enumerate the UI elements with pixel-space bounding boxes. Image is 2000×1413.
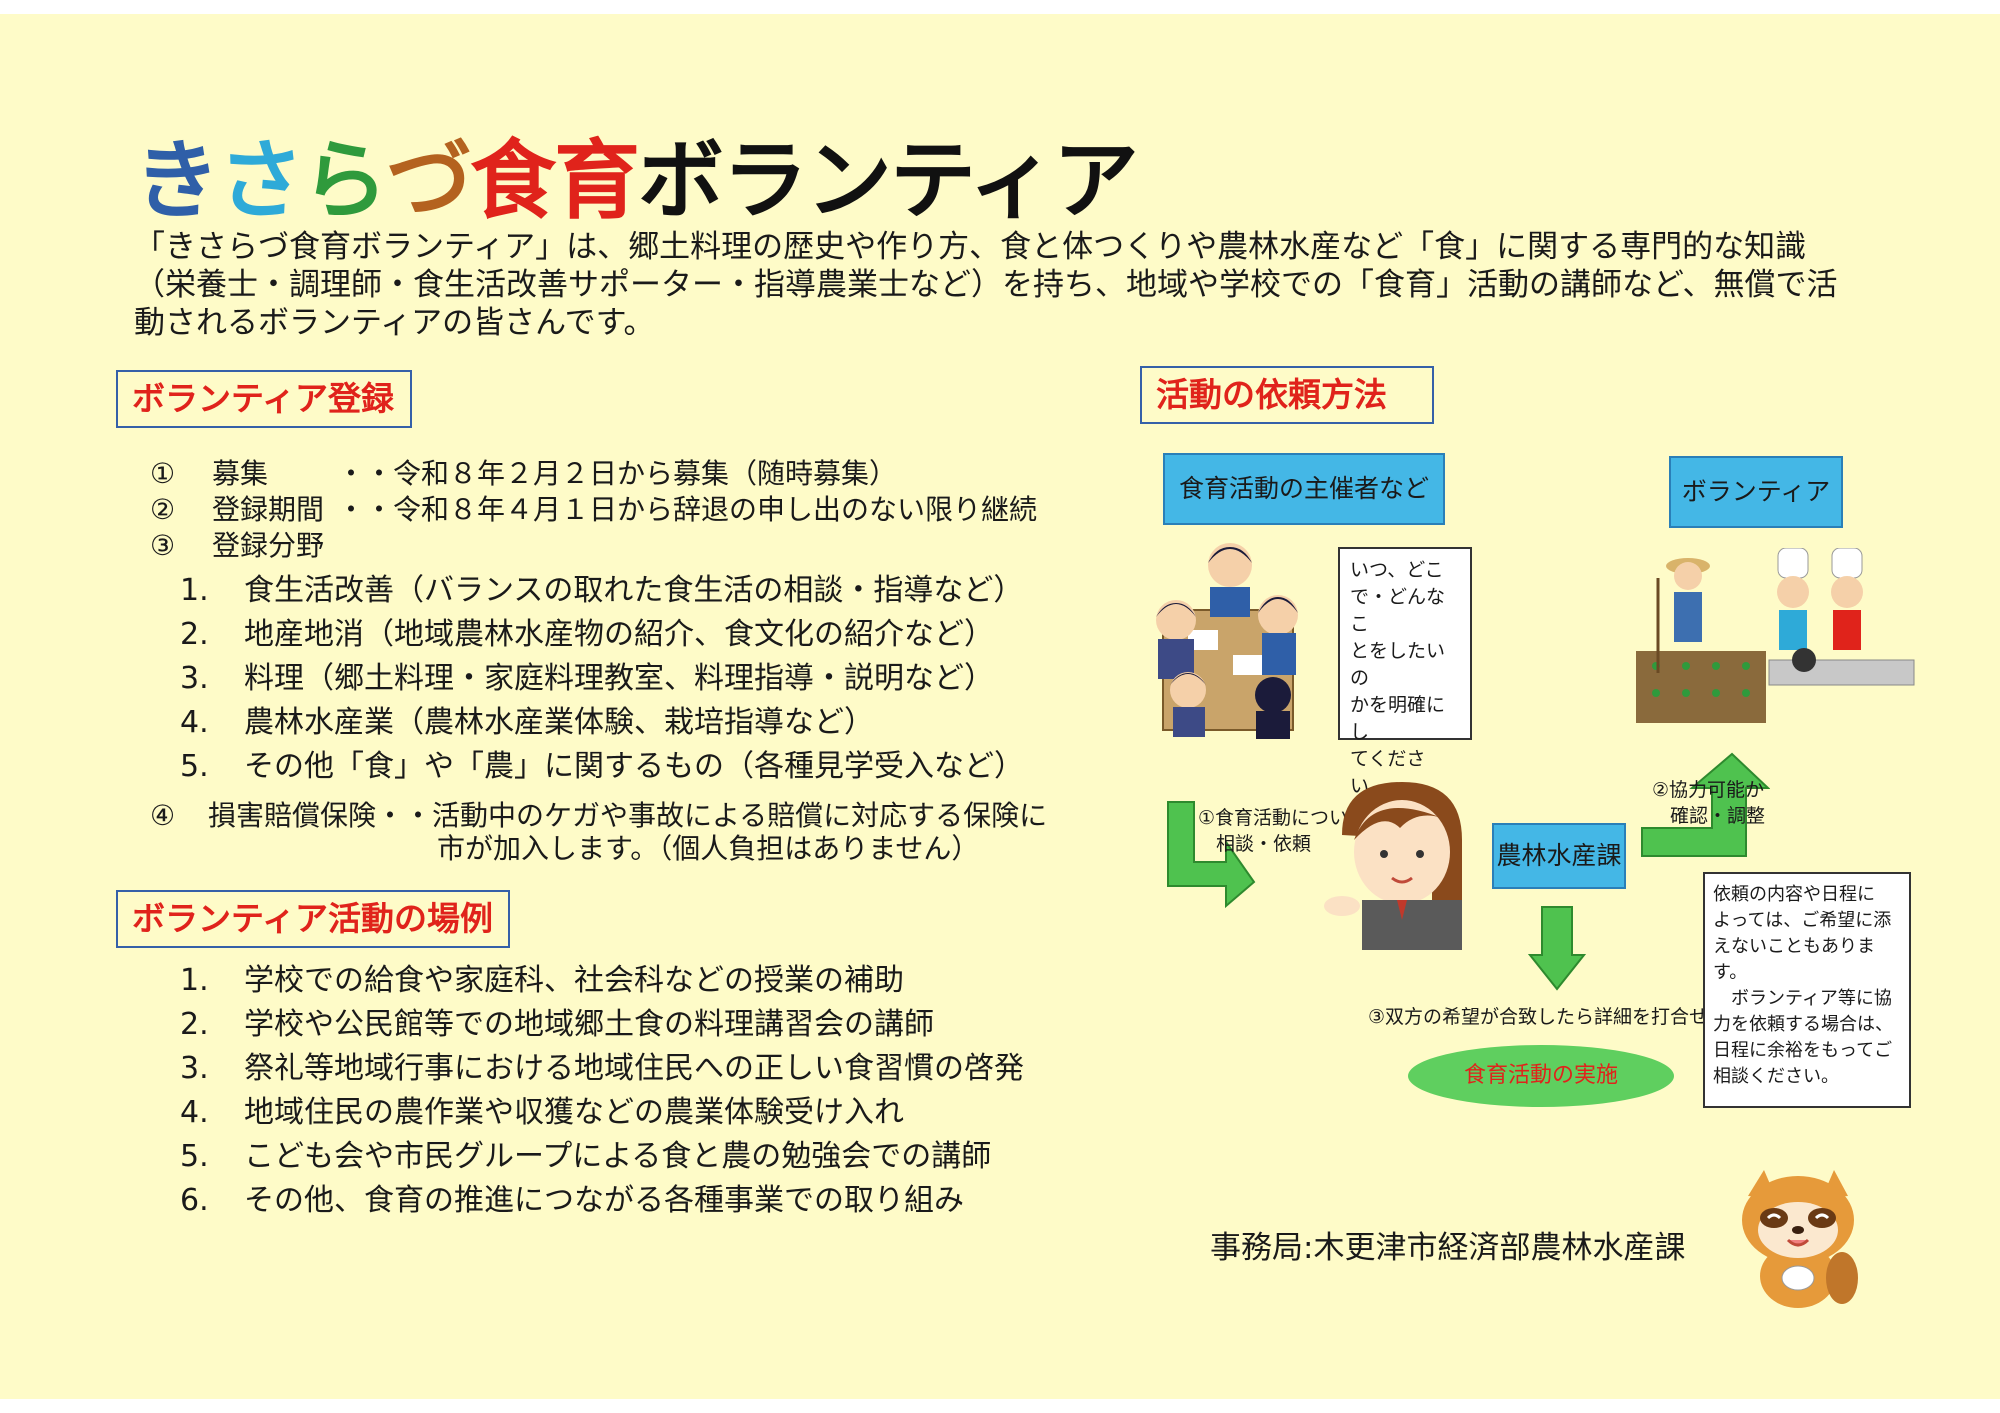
item-number: ① [150, 457, 176, 490]
note-line: で・どんなこ [1350, 586, 1446, 635]
field-item: 2. 地産地消（地域農林水産物の紹介、食文化の紹介など） [180, 609, 994, 653]
item-text: ・・令和８年２月２日から募集（随時募集） [337, 457, 898, 490]
mascot-illustration [1742, 1170, 1858, 1308]
example-item: 3. 祭礼等地域行事における地域住民への正しい食習慣の啓発 [180, 1043, 1024, 1087]
field-item: 4. 農林水産業（農林水産業体験、栽培指導など） [180, 697, 874, 741]
step2-text-1: ②協力可能か [1652, 779, 1765, 801]
title-part: き [134, 131, 220, 231]
field-number: 4. [180, 705, 209, 740]
field-text: 農林水産業（農林水産業体験、栽培指導など） [244, 705, 874, 740]
field-number: 1. [180, 573, 209, 608]
example-item: 1. 学校での給食や家庭科、社会科などの授業の補助 [180, 955, 904, 999]
note-line: 依頼の内容や日程に [1713, 884, 1875, 905]
field-number: 5. [180, 749, 209, 784]
volunteer-label: ボランティア [1669, 456, 1843, 528]
examples-heading: ボランティア活動の場例 [116, 890, 510, 948]
note-line: いつ、どこ [1350, 559, 1444, 581]
organizer-label: 食育活動の主催者など [1163, 453, 1445, 525]
step3-text: ③双方の希望が合致したら詳細を打合せ [1368, 1006, 1709, 1028]
registration-item: ③ 登録分野 [150, 524, 337, 564]
note-line: えないこともあります。 [1713, 936, 1875, 983]
field-text: その他「食」や「農」に関するもの（各種見学受入など） [244, 749, 1024, 784]
request-heading: 活動の依頼方法 [1140, 366, 1434, 424]
insurance-line-1: 損害賠償保険・・活動中のケガや事故による賠償に対応する保険に [208, 799, 1048, 832]
example-item: 6. その他、食育の推進につながる各種事業での取り組み [180, 1175, 964, 1219]
staff-illustration [1324, 782, 1462, 950]
field-item: 1. 食生活改善（バランスの取れた食生活の相談・指導など） [180, 565, 1023, 609]
organizer-note: いつ、どこ で・どんなこ とをしたいの かを明確にし てください。 [1338, 547, 1472, 797]
example-number: 3. [180, 1051, 209, 1086]
volunteer-illustration [1636, 548, 1915, 723]
title-part: 食育 [470, 131, 640, 231]
office-contact: 事務局:木更津市経済部農林水産課 [1210, 1230, 1686, 1266]
example-item: 4. 地域住民の農作業や収獲などの農業体験受け入れ [180, 1087, 904, 1131]
title-part: ボランティア [638, 131, 1139, 231]
item-text: ・・令和８年４月１日から辞退の申し出のない限り継続 [337, 493, 1038, 526]
note-line: 日程に余裕をもってご [1713, 1040, 1893, 1061]
registration-heading: ボランティア登録 [116, 370, 412, 428]
insurance-item: ④ 損害賠償保険・・活動中のケガや事故による賠償に対応する保険に [150, 794, 1047, 834]
item-label: 登録期間 [212, 493, 325, 526]
item-number: ④ [150, 799, 176, 832]
example-text: 祭礼等地域行事における地域住民への正しい食習慣の啓発 [244, 1051, 1024, 1086]
item-number: ③ [150, 529, 176, 562]
title-part: ら [302, 131, 388, 231]
field-text: 食生活改善（バランスの取れた食生活の相談・指導など） [244, 573, 1024, 608]
example-text: 学校での給食や家庭科、社会科などの授業の補助 [244, 963, 904, 998]
example-item: 2. 学校や公民館等での地域郷土食の料理講習会の講師 [180, 999, 934, 1043]
note-line: 力を依頼する場合は、 [1713, 1014, 1893, 1035]
step1-arrow [1167, 801, 1256, 909]
insurance-line-2: 市が加入します。（個人負担はありません） [437, 832, 980, 865]
meeting-illustration [1156, 543, 1298, 739]
caution-note: 依頼の内容や日程に よっては、ご希望に添 えないこともあります。 ボランティア等… [1703, 872, 1911, 1108]
step2-arrow [1641, 752, 1770, 857]
registration-item: ② 登録期間・・令和８年４月１日から辞退の申し出のない限り継続 [150, 488, 1037, 528]
implementation-ellipse: 食育活動の実施 [1408, 1045, 1674, 1107]
page-title: きさらづ食育ボランティア [134, 110, 1139, 235]
note-line: とをしたいの [1350, 640, 1446, 689]
note-line: 相談ください。 [1713, 1066, 1839, 1087]
example-number: 6. [180, 1183, 209, 1218]
example-text: その他、食育の推進につながる各種事業での取り組み [244, 1183, 964, 1218]
item-label: 募集 [212, 457, 269, 490]
item-label: 登録分野 [212, 529, 325, 562]
registration-item: ① 募集 ・・令和８年２月２日から募集（随時募集） [150, 452, 897, 492]
step3-arrow [1528, 906, 1586, 991]
example-number: 4. [180, 1095, 209, 1130]
step1-text-1: ①食育活動について [1198, 807, 1367, 829]
example-text: 地域住民の農作業や収獲などの農業体験受け入れ [244, 1095, 904, 1130]
example-text: 学校や公民館等での地域郷土食の料理講習会の講師 [244, 1007, 934, 1042]
example-number: 1. [180, 963, 209, 998]
step2-text-2: 確認・調整 [1670, 805, 1766, 827]
note-line: ボランティア等に協 [1713, 988, 1892, 1009]
field-number: 2. [180, 617, 209, 652]
note-line: かを明確にし [1350, 694, 1446, 743]
field-item: 3. 料理（郷土料理・家庭料理教室、料理指導・説明など） [180, 653, 994, 697]
intro-paragraph: 「きさらづ食育ボランティア」は、郷土料理の歴史や作り方、食と体つくりや農林水産な… [134, 229, 1838, 341]
field-text: 地産地消（地域農林水産物の紹介、食文化の紹介など） [244, 617, 994, 652]
title-part: づ [386, 131, 472, 231]
note-line: よっては、ご希望に添 [1713, 910, 1892, 931]
field-text: 料理（郷土料理・家庭料理教室、料理指導・説明など） [244, 661, 994, 696]
section-label: 農林水産課 [1492, 823, 1626, 889]
example-number: 2. [180, 1007, 209, 1042]
title-part: さ [218, 131, 304, 231]
item-number: ② [150, 493, 176, 526]
field-item: 5. その他「食」や「農」に関するもの（各種見学受入など） [180, 741, 1024, 785]
field-number: 3. [180, 661, 209, 696]
example-number: 5. [180, 1139, 209, 1174]
step1-text-2: 相談・依頼 [1216, 833, 1312, 855]
example-item: 5. こども会や市民グループによる食と農の勉強会での講師 [180, 1131, 991, 1175]
example-text: こども会や市民グループによる食と農の勉強会での講師 [244, 1139, 992, 1174]
